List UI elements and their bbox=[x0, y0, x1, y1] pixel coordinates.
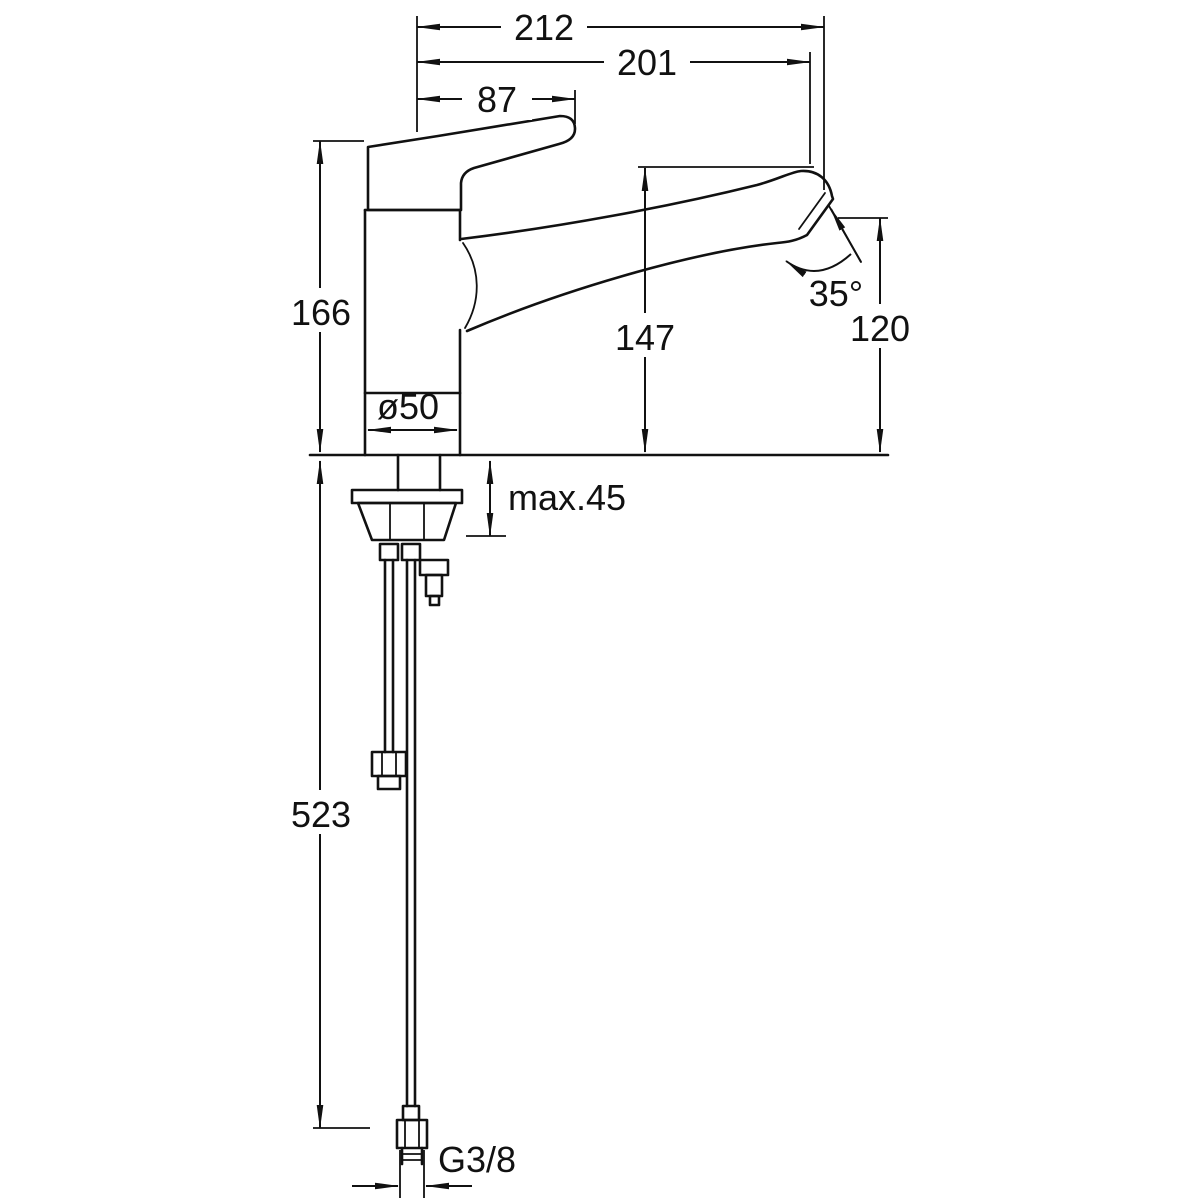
left-hose-collar bbox=[378, 542, 400, 562]
right-hose-collar bbox=[400, 542, 422, 562]
fitting-nut bbox=[418, 558, 450, 577]
threaded-shank bbox=[396, 453, 442, 492]
angle-arrow bbox=[830, 208, 862, 263]
right-supply-hose bbox=[405, 558, 417, 1108]
left-nut-body bbox=[370, 750, 408, 778]
label-bg bbox=[609, 313, 681, 357]
bottom-nut-flats bbox=[404, 1119, 420, 1149]
label-bg bbox=[285, 288, 357, 332]
label-bg bbox=[462, 78, 532, 120]
bottom-collar bbox=[401, 1104, 421, 1122]
angle-arc bbox=[785, 253, 852, 278]
label-bg bbox=[285, 790, 357, 834]
spout-outline bbox=[459, 169, 835, 333]
label-bg bbox=[501, 6, 587, 48]
label-bg bbox=[844, 304, 916, 348]
aerator-line bbox=[798, 192, 826, 230]
dim-166-label: 166 bbox=[291, 292, 351, 333]
faucet-outline bbox=[308, 114, 890, 1166]
dim-147-label: 147 bbox=[615, 317, 675, 358]
fitting-body bbox=[424, 573, 444, 598]
dim-87-label: 87 bbox=[477, 79, 517, 120]
left-nut-collar bbox=[376, 774, 402, 791]
dim-g38-label: G3/8 bbox=[438, 1139, 516, 1180]
spout bbox=[459, 169, 835, 333]
bottom-hose-nut bbox=[395, 1104, 429, 1166]
left-hose-nut bbox=[370, 750, 408, 791]
bottom-thread bbox=[400, 1146, 424, 1166]
mounting-nut bbox=[356, 501, 458, 542]
dim-dia50-label: ø50 bbox=[377, 386, 439, 427]
bottom-nut-body bbox=[395, 1118, 429, 1150]
label-bg bbox=[604, 41, 690, 83]
dim-201-label: 201 bbox=[617, 42, 677, 83]
fitting-tip bbox=[428, 594, 441, 607]
under-counter-assembly bbox=[350, 453, 464, 1166]
mounting-nut-flats bbox=[389, 502, 425, 541]
left-supply-hose bbox=[383, 558, 395, 754]
dim-max45-label: max.45 bbox=[508, 477, 626, 518]
left-nut-flats bbox=[381, 751, 397, 777]
angle-35-label: 35° bbox=[809, 273, 863, 314]
dimension-labels: 212 201 87 166 523 147 120 ø50 max.45 35… bbox=[285, 6, 916, 1180]
ext-lines-g38 bbox=[399, 1150, 425, 1198]
handle-lever bbox=[366, 114, 577, 212]
dimension-lines bbox=[313, 16, 888, 1198]
dim-120-label: 120 bbox=[850, 308, 910, 349]
dim-523-label: 523 bbox=[291, 794, 351, 835]
dim-212-label: 212 bbox=[514, 7, 574, 48]
mounting-washer bbox=[350, 488, 464, 505]
bottom-thread-ticks bbox=[401, 1153, 423, 1161]
check-valve-fitting bbox=[418, 558, 450, 607]
spout-root-curve bbox=[462, 242, 478, 329]
